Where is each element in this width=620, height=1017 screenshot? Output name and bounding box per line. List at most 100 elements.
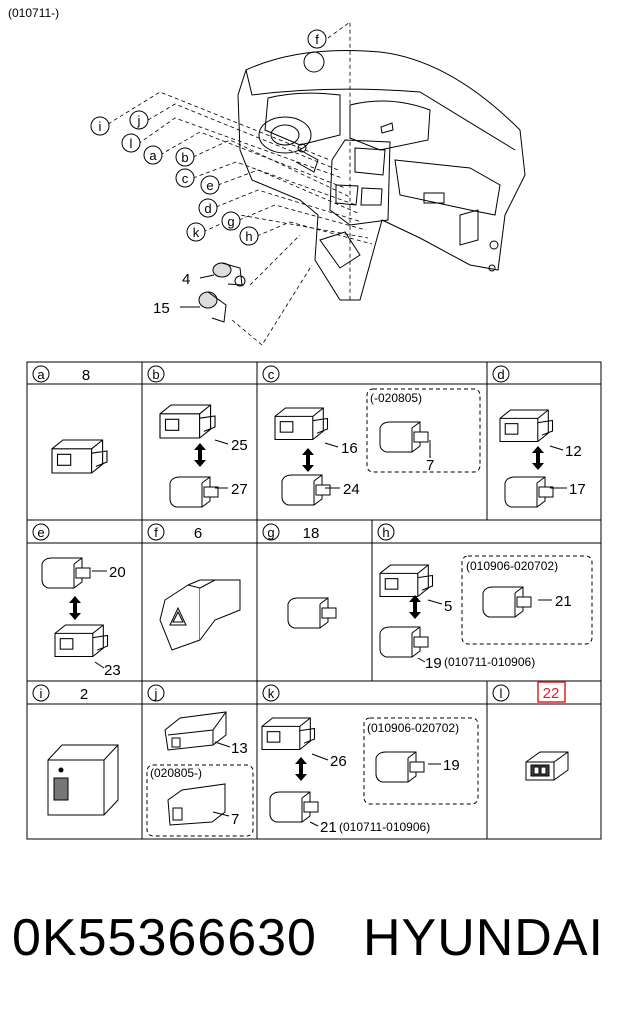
svg-text:h: h	[245, 229, 252, 244]
svg-text:j: j	[154, 686, 158, 701]
callout-b: b	[175, 147, 195, 167]
cell-f-drawing	[159, 579, 241, 651]
highlight-box	[537, 681, 566, 703]
svg-text:b: b	[152, 367, 159, 382]
svg-text:(010711-010906): (010711-010906)	[339, 820, 430, 834]
callout-h: h	[239, 226, 259, 246]
svg-text:26: 26	[330, 753, 347, 770]
cell-d-header: d	[492, 365, 510, 383]
svg-text:22: 22	[543, 685, 560, 702]
callout-f: f	[307, 29, 327, 49]
cell-d-drawing: 12 17	[499, 409, 586, 508]
svg-text:d: d	[497, 367, 504, 382]
svg-text:f: f	[315, 32, 319, 47]
svg-text:5: 5	[444, 598, 452, 615]
part-number: 0K55366630	[12, 909, 317, 967]
header-code: (010711-)	[8, 6, 59, 20]
cell-j-header: j	[147, 684, 165, 702]
svg-text:h: h	[382, 525, 389, 540]
svg-text:k: k	[268, 686, 275, 701]
callout-g: g	[221, 211, 241, 231]
cell-c-drawing: 16 24 (-020805) 7	[274, 388, 481, 506]
svg-text:a: a	[37, 367, 45, 382]
svg-text:i: i	[40, 686, 43, 701]
cell-b-header: b	[147, 365, 165, 383]
cell-k-header: k	[262, 684, 280, 702]
callout-c: c	[175, 168, 195, 188]
svg-text:27: 27	[231, 481, 248, 498]
svg-text:(-020805): (-020805)	[370, 391, 422, 405]
cell-k-drawing: 26 21 (010711-010906) (010906-020702) 19	[261, 717, 479, 836]
svg-text:20: 20	[109, 564, 126, 581]
svg-text:23: 23	[104, 662, 121, 679]
callout-k: k	[186, 222, 206, 242]
cell-l-header: l 22	[492, 681, 566, 703]
cell-j-drawing: 13 (020805-) 7	[146, 711, 254, 837]
cell-h-drawing: 5 19 (010711-010906) (010906-020702) 21	[379, 555, 593, 672]
svg-text:21: 21	[555, 593, 572, 610]
svg-text:d: d	[204, 201, 211, 216]
svg-text:(010711-010906): (010711-010906)	[444, 655, 535, 669]
cell-g-drawing	[287, 597, 337, 629]
svg-text:g: g	[227, 214, 234, 229]
cell-c-header: c	[262, 365, 280, 383]
leader-lines	[107, 21, 373, 346]
part-4-label: 4	[182, 271, 190, 288]
callout-a: a	[143, 145, 163, 165]
parts-diagram: (010711-)	[8, 6, 602, 840]
svg-text:21: 21	[320, 819, 337, 836]
parts-grid	[26, 361, 602, 840]
footer: 0K55366630 HYUNDAI	[12, 908, 604, 968]
dashboard-overview	[237, 50, 526, 301]
svg-text:c: c	[182, 171, 189, 186]
svg-text:18: 18	[303, 525, 320, 542]
svg-text:16: 16	[341, 440, 358, 457]
callout-d: d	[198, 198, 218, 218]
svg-text:l: l	[500, 686, 503, 701]
brand-name: HYUNDAI	[362, 909, 604, 967]
svg-text:i: i	[99, 119, 102, 134]
svg-text:12: 12	[565, 443, 582, 460]
svg-text:e: e	[37, 525, 44, 540]
callout-i: i	[90, 116, 110, 136]
svg-text:c: c	[268, 367, 275, 382]
svg-text:a: a	[149, 148, 157, 163]
cell-b-drawing: 25 27	[159, 404, 248, 508]
svg-text:25: 25	[231, 437, 248, 454]
svg-text:b: b	[181, 150, 188, 165]
svg-text:l: l	[130, 136, 133, 151]
cell-a-drawing	[51, 439, 108, 474]
svg-text:17: 17	[569, 481, 586, 498]
svg-text:2: 2	[80, 686, 88, 703]
svg-text:j: j	[137, 113, 141, 128]
part-4-15	[180, 262, 246, 323]
svg-text:(010906-020702): (010906-020702)	[466, 559, 558, 573]
overview-callouts: f i j l a b c e d g k h	[90, 29, 327, 246]
cell-l-drawing	[525, 751, 569, 781]
svg-text:e: e	[206, 178, 213, 193]
svg-text:f: f	[154, 525, 158, 540]
cell-e-drawing: 20 23	[41, 557, 126, 679]
svg-text:6: 6	[194, 525, 202, 542]
callout-l: l	[121, 133, 141, 153]
svg-text:7: 7	[426, 457, 434, 474]
svg-text:19: 19	[425, 655, 442, 672]
svg-text:8: 8	[82, 367, 90, 384]
cell-h-header: h	[377, 523, 395, 541]
svg-text:24: 24	[343, 481, 360, 498]
svg-text:13: 13	[231, 740, 248, 757]
svg-text:7: 7	[231, 811, 239, 828]
cell-i-drawing	[47, 744, 119, 816]
cell-e-header: e	[32, 523, 50, 541]
part-15-label: 15	[153, 300, 170, 317]
svg-text:k: k	[193, 225, 200, 240]
svg-text:(010906-020702): (010906-020702)	[367, 721, 459, 735]
svg-text:(020805-): (020805-)	[150, 766, 202, 780]
callout-e: e	[200, 175, 220, 195]
callout-j: j	[129, 110, 149, 130]
